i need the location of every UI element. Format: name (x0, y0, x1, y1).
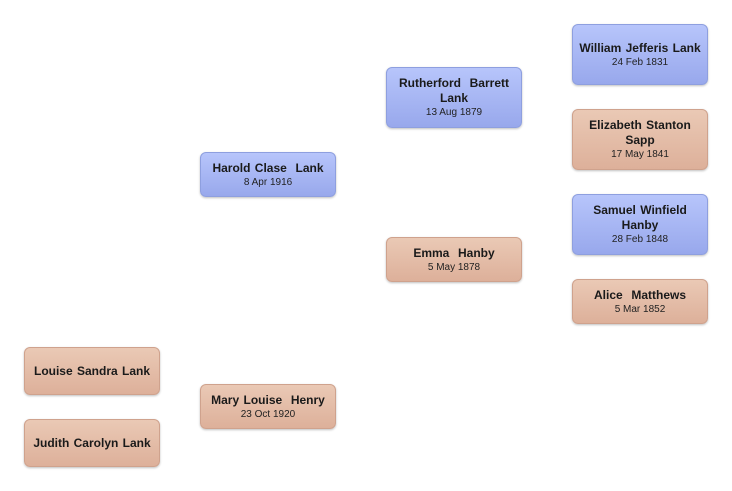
person-name: William Jefferis Lank (579, 40, 701, 55)
person-card-emma-hanby[interactable]: Emma Hanby 5 May 1878 (386, 237, 522, 282)
person-date: 24 Feb 1831 (611, 56, 669, 68)
person-name: Elizabeth Stanton Sapp (589, 118, 696, 147)
person-card-mary-louise-henry[interactable]: Mary Louise Henry 23 Oct 1920 (200, 384, 336, 429)
person-name: Mary Louise Henry (211, 392, 325, 407)
person-name: Emma Hanby (413, 245, 495, 260)
person-date: 5 Mar 1852 (614, 303, 666, 315)
person-card-alice-matthews[interactable]: Alice Matthews 5 Mar 1852 (572, 279, 708, 324)
person-name: Harold Clase Lank (212, 160, 324, 175)
person-card-judith-carolyn-lank[interactable]: Judith Carolyn Lank (24, 419, 160, 467)
person-date: 8 Apr 1916 (243, 176, 293, 188)
person-name: Rutherford Barrett Lank (398, 76, 514, 105)
person-card-elizabeth-stanton-sapp[interactable]: Elizabeth Stanton Sapp 17 May 1841 (572, 109, 708, 170)
person-card-rutherford-barrett-lank[interactable]: Rutherford Barrett Lank 13 Aug 1879 (386, 67, 522, 128)
person-card-louise-sandra-lank[interactable]: Louise Sandra Lank (24, 347, 160, 395)
person-date: 17 May 1841 (611, 149, 669, 160)
person-card-harold-clase-lank[interactable]: Harold Clase Lank 8 Apr 1916 (200, 152, 336, 197)
person-date: 13 Aug 1879 (425, 107, 483, 118)
person-name: Judith Carolyn Lank (33, 435, 151, 450)
person-date: 28 Feb 1848 (611, 234, 669, 245)
person-card-william-jefferis-lank[interactable]: William Jefferis Lank 24 Feb 1831 (572, 24, 708, 85)
person-card-samuel-winfield-hanby[interactable]: Samuel Winfield Hanby 28 Feb 1848 (572, 194, 708, 255)
person-name: Alice Matthews (593, 287, 687, 302)
person-date: 23 Oct 1920 (240, 408, 296, 420)
person-name: Louise Sandra Lank (33, 363, 151, 378)
person-name: Samuel Winfield Hanby (593, 203, 692, 232)
person-date: 5 May 1878 (427, 261, 481, 273)
